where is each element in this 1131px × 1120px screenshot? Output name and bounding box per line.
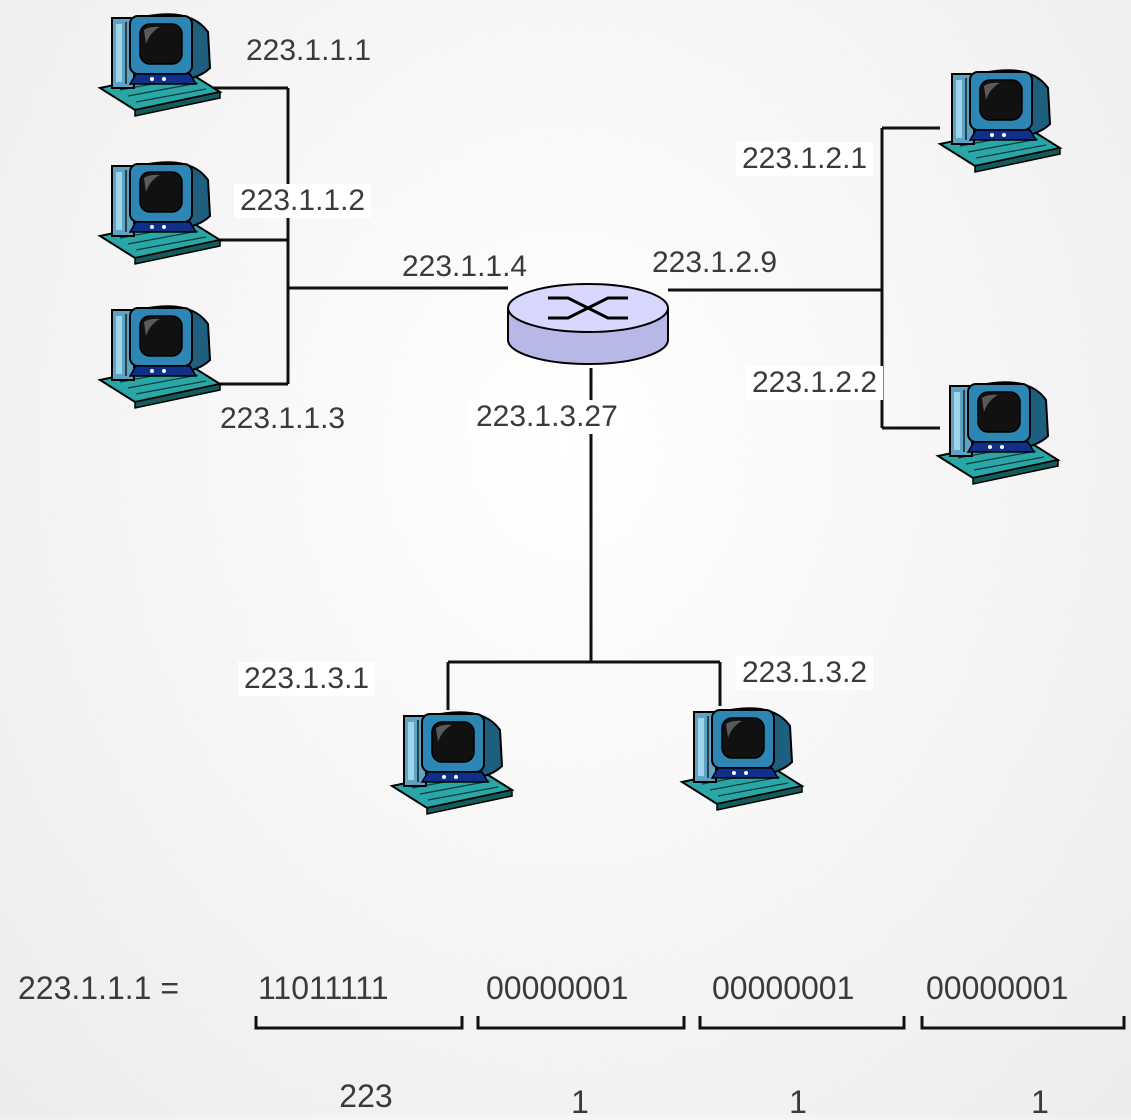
host-223-1-3-2-label: 223.1.3.2 <box>736 656 874 690</box>
octet-decimal-4: 1 <box>1031 1084 1049 1120</box>
desktop-computer-icon <box>939 69 1061 173</box>
router-if-223-1-3-27-label: 223.1.3.27 <box>470 400 624 434</box>
host-223-1-2-2-label: 223.1.2.2 <box>746 366 884 400</box>
subnet1-links <box>208 86 508 386</box>
router-if-223-1-2-9-label: 223.1.2.9 <box>652 246 778 279</box>
desktop-computer-icon <box>937 381 1059 485</box>
desktop-computer-icon <box>99 13 221 118</box>
desktop-computer-icon <box>99 305 221 409</box>
desktop-computer-icon <box>99 161 221 265</box>
octet-brackets <box>254 1016 1126 1030</box>
octet-decimal-1: 223 <box>339 1078 393 1114</box>
octet-binary-2: 00000001 <box>486 970 629 1006</box>
host-223-1-1-3-label: 223.1.1.3 <box>220 402 346 435</box>
octet-binary-1: 11011111 <box>258 970 389 1006</box>
host-223-1-3-1-label: 223.1.3.1 <box>238 662 376 696</box>
router-icon <box>507 283 669 365</box>
conversion-address: 223.1.1.1 = <box>18 970 180 1006</box>
host-223-1-1-1-label: 223.1.1.1 <box>246 34 372 67</box>
router-if-223-1-1-4-label: 223.1.1.4 <box>402 250 528 283</box>
octet-decimal-2: 1 <box>571 1084 589 1120</box>
desktop-computer-icon <box>391 711 513 815</box>
host-223-1-1-2-label: 223.1.1.2 <box>234 184 372 218</box>
octet-binary-3: 00000001 <box>712 970 855 1006</box>
desktop-computer-icon <box>681 707 803 811</box>
octet-decimal-3: 1 <box>789 1084 807 1120</box>
octet-binary-4: 00000001 <box>926 970 1069 1006</box>
host-223-1-2-1-label: 223.1.2.1 <box>736 142 874 176</box>
